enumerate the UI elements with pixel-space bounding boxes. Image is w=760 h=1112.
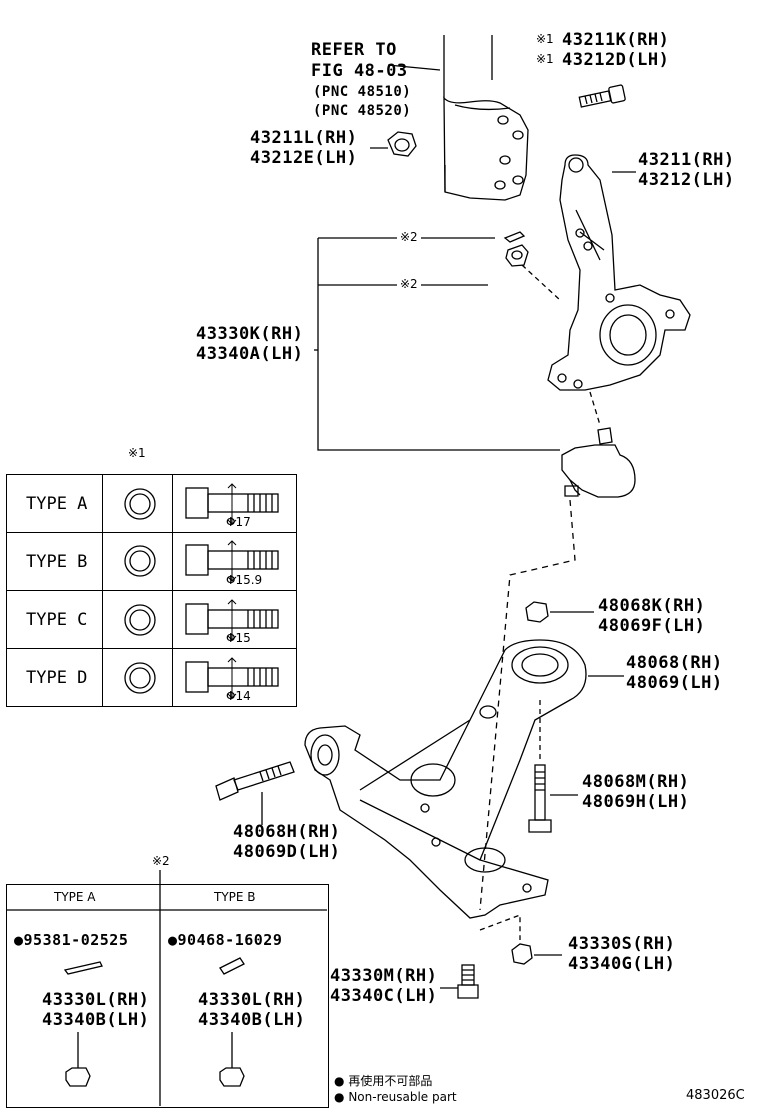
type-a-part-number: ●95381-02525: [14, 931, 129, 949]
lower-arm-drawing: [304, 639, 624, 919]
type-b-label: TYPE B: [26, 552, 88, 572]
refer-line-2: FIG 48-03: [311, 61, 408, 81]
non-reusable-dot-icon: ●: [334, 1074, 345, 1088]
legend-en: ● Non-reusable part: [334, 1090, 457, 1104]
type-a-rh: 43330L(RH): [42, 990, 150, 1010]
bolt-bj-drawing: [440, 964, 479, 999]
type-c-diameter: Φ15: [226, 631, 251, 645]
nut-arm-rh: 48068K(RH): [598, 596, 706, 616]
type-d-diameter: Φ14: [226, 689, 251, 703]
cotter-mark-2: ※2: [397, 277, 421, 291]
refer-line-1: REFER TO: [311, 40, 397, 60]
type-table-2-header-b: TYPE B: [214, 890, 256, 904]
type-table-2: [6, 884, 329, 1108]
bolt-arm-front-rh: 48068H(RH): [233, 822, 341, 842]
refer-line-4: (PNC 48520): [313, 103, 412, 119]
type-b-lh: 43340B(LH): [198, 1010, 306, 1030]
knuckle-rh: 43211(RH): [638, 150, 735, 170]
bolt-top-mark-1: ※1: [536, 32, 554, 46]
nut-bj-drawing: [479, 914, 562, 965]
figure-code: 483026C: [686, 1088, 745, 1103]
knuckle-lh: 43212(LH): [638, 170, 735, 190]
nut-bj-rh: 43330S(RH): [568, 934, 676, 954]
type-b-rh: 43330L(RH): [198, 990, 306, 1010]
strut-drawing: [443, 35, 529, 201]
bolt-arm-rear-rh: 48068M(RH): [582, 772, 690, 792]
type-table-2-drawings: [6, 870, 327, 1106]
type-a-lh: 43340B(LH): [42, 1010, 150, 1030]
nut-arm-lh: 48069F(LH): [598, 616, 706, 636]
bolt-top-lh: 43212D(LH): [562, 50, 670, 70]
cotter-drawing: [314, 231, 601, 451]
bolt-arm-front-lh: 48069D(LH): [233, 842, 341, 862]
ball-joint-lh: 43340A(LH): [196, 344, 304, 364]
knuckle-drawing: [547, 154, 691, 391]
nut-bj-lh: 43340G(LH): [568, 954, 676, 974]
non-reusable-dot-icon: ●: [168, 931, 178, 949]
type-a-label: TYPE A: [26, 494, 88, 514]
non-reusable-dot-icon: ●: [334, 1090, 345, 1104]
ball-joint-drawing: [479, 427, 636, 911]
type-c-label: TYPE C: [26, 610, 88, 630]
nut-strut-lh: 43212E(LH): [250, 148, 358, 168]
type-table-1-mark: ※1: [128, 446, 146, 460]
bolt-bj-lh: 43340C(LH): [330, 986, 438, 1006]
type-table-1: [6, 474, 297, 707]
bolt-arm-rear-lh: 48069H(LH): [582, 792, 690, 812]
type-d-label: TYPE D: [26, 668, 88, 688]
nut-strut-rh: 43211L(RH): [250, 128, 358, 148]
nut-strut-drawing: [370, 131, 417, 157]
lower-arm-lh: 48069(LH): [626, 673, 723, 693]
nut-arm-drawing: [525, 601, 594, 623]
type-b-part-number: ●90468-16029: [168, 931, 283, 949]
legend-jp: ● 再使用不可部品: [334, 1074, 433, 1088]
bolt-top-mark-2: ※1: [536, 52, 554, 66]
bolt-bj-rh: 43330M(RH): [330, 966, 438, 986]
bolt-arm-front-drawing: [215, 761, 295, 825]
type-table-2-header-a: TYPE A: [54, 890, 96, 904]
bolt-top-drawing: [578, 84, 626, 108]
type-table-2-mark: ※2: [152, 854, 170, 868]
type-table-1-drawings: [124, 483, 279, 699]
non-reusable-dot-icon: ●: [14, 931, 24, 949]
bolt-top-rh: 43211K(RH): [562, 30, 670, 50]
lower-arm-rh: 48068(RH): [626, 653, 723, 673]
bolt-arm-rear-drawing: [528, 700, 578, 833]
refer-line-3: (PNC 48510): [313, 84, 412, 100]
ball-joint-rh: 43330K(RH): [196, 324, 304, 344]
refer-leader: [387, 64, 441, 71]
cotter-mark-1: ※2: [397, 230, 421, 244]
type-a-diameter: Φ17: [226, 515, 251, 529]
type-b-diameter: Φ15.9: [226, 573, 263, 587]
